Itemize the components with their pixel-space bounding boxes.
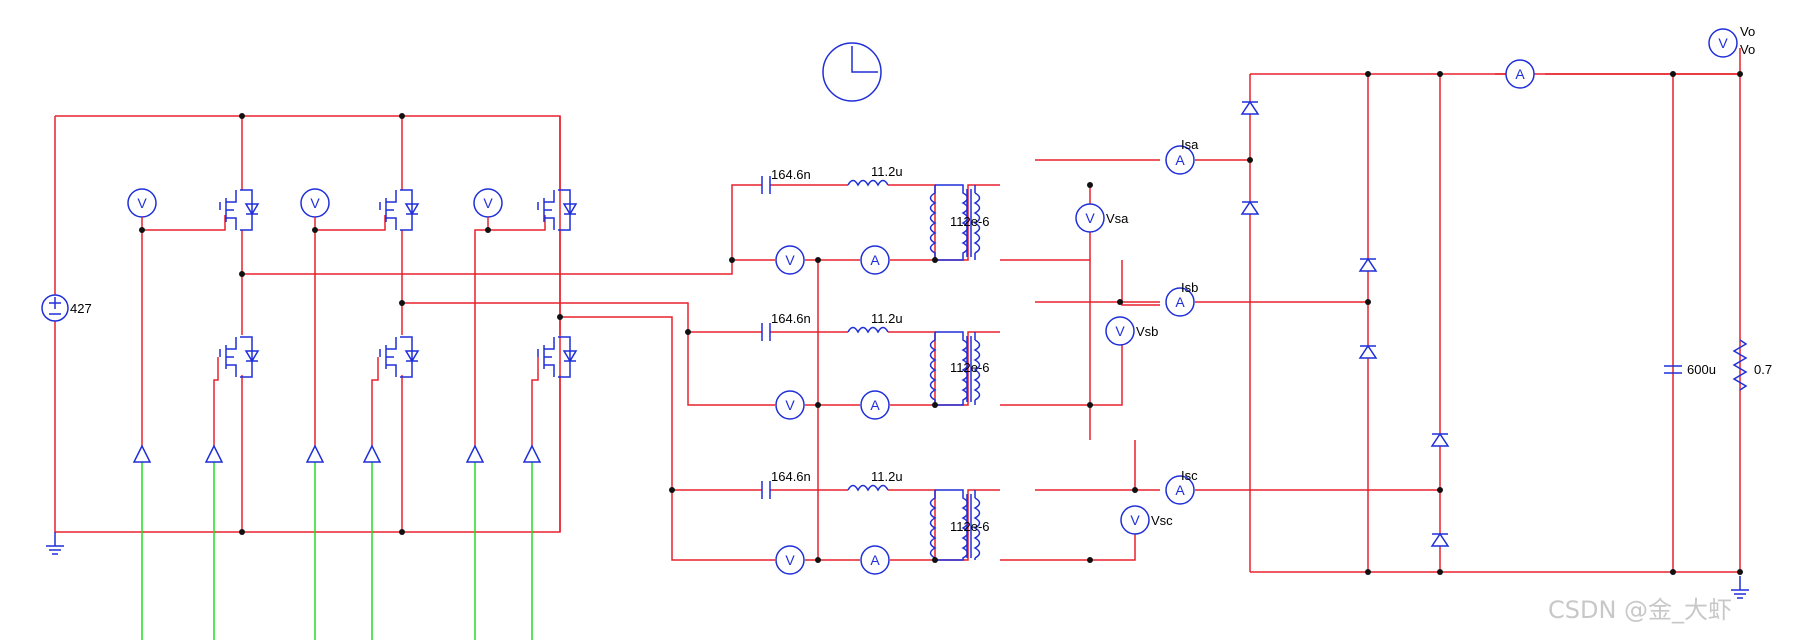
secondary-labels: Isa Isb Isc Vsa Vsb Vsc — [1106, 137, 1199, 528]
svg-text:A: A — [870, 252, 880, 268]
gate-signal-wires — [141, 462, 533, 640]
gate-driver — [204, 444, 224, 463]
ground-left — [46, 532, 64, 555]
svg-text:V: V — [310, 195, 320, 211]
diode — [1358, 344, 1378, 359]
svg-text:V: V — [1718, 35, 1728, 51]
secondary-voltage-label-b: Vsb — [1136, 324, 1158, 339]
output-capacitor: 600u — [1664, 362, 1716, 377]
tank-2-magnetizing: 112e-6 — [950, 360, 990, 375]
secondary-voltmeter-b: V — [1105, 316, 1135, 346]
secondary-current-label-c: Isc — [1181, 468, 1198, 483]
mosfet-switches — [219, 189, 578, 378]
gate-driver — [465, 444, 485, 463]
tank-3-inductance: 11.2u — [871, 469, 903, 484]
svg-text:V: V — [1115, 323, 1125, 339]
series-inductor — [847, 179, 889, 187]
svg-text:V: V — [1130, 512, 1140, 528]
svg-text:V: V — [137, 195, 147, 211]
transformer — [929, 184, 981, 261]
diode — [1240, 100, 1260, 115]
dc-source-value: 427 — [70, 301, 92, 316]
dc-source: 427 — [41, 294, 92, 322]
load-resistor: 0.7 — [1732, 339, 1772, 391]
series-inductor — [847, 326, 889, 334]
secondary-ammeter-a: A — [1165, 145, 1195, 175]
tank-1-capacitance: 164.6n — [771, 167, 811, 182]
svg-text:A: A — [870, 397, 880, 413]
output-voltmeter: V — [1708, 28, 1738, 58]
gate-voltmeter: V — [300, 188, 330, 218]
secondary-voltage-label-c: Vsc — [1151, 513, 1173, 528]
transformer — [929, 489, 981, 561]
wires — [54, 48, 1741, 573]
watermark: CSDN @金_大虾 — [1548, 596, 1732, 624]
diode — [1430, 532, 1450, 547]
svg-text:V: V — [785, 552, 795, 568]
transformer — [929, 331, 981, 406]
resonant-tanks: 164.6n 11.2u 112e-6 164.6n 11.2u 112e-6 … — [761, 164, 990, 561]
secondary-ammeter-b: A — [1165, 287, 1195, 317]
output-capacitance: 600u — [1687, 362, 1716, 377]
load-resistance: 0.7 — [1754, 362, 1772, 377]
series-capacitor — [761, 323, 771, 341]
primary-ammeter: A — [860, 245, 890, 275]
mosfet-switch — [537, 189, 578, 231]
mosfet-switch — [219, 189, 260, 231]
svg-text:A: A — [1175, 294, 1185, 310]
svg-text:V: V — [785, 252, 795, 268]
tank-3-magnetizing: 112e-6 — [950, 519, 990, 534]
gate-driver — [522, 444, 542, 463]
secondary-current-label-b: Isb — [1181, 280, 1198, 295]
mosfet-switch — [379, 189, 420, 231]
series-capacitor — [761, 481, 771, 499]
tank-2-capacitance: 164.6n — [771, 311, 811, 326]
secondary-voltage-label-a: Vsa — [1106, 211, 1129, 226]
junction-dots — [139, 71, 1743, 575]
output-ammeter: A — [1505, 59, 1535, 89]
meters: V V V V A V A V A V V V A A A A V — [127, 28, 1738, 575]
svg-text:A: A — [1175, 152, 1185, 168]
tank-2-inductance: 11.2u — [871, 311, 903, 326]
svg-text:A: A — [1175, 482, 1185, 498]
tank-1-inductance: 11.2u — [871, 164, 903, 179]
secondary-voltmeter-c: V — [1120, 505, 1150, 535]
gate-driver — [132, 444, 152, 463]
primary-ammeter: A — [860, 390, 890, 420]
svg-text:V: V — [1085, 210, 1095, 226]
rectifier-diodes — [1240, 100, 1450, 547]
tank-1-magnetizing: 112e-6 — [950, 214, 990, 229]
gate-driver — [305, 444, 325, 463]
svg-text:A: A — [1515, 66, 1525, 82]
svg-text:V: V — [785, 397, 795, 413]
secondary-voltmeter-a: V — [1075, 203, 1105, 233]
secondary-current-label-a: Isa — [1181, 137, 1199, 152]
output-voltage-label: Vo — [1740, 42, 1755, 57]
diode — [1430, 432, 1450, 447]
secondary-ammeter-c: A — [1165, 475, 1195, 505]
gate-drive-wires — [141, 215, 546, 446]
clock-icon — [822, 42, 882, 102]
gate-driver — [362, 444, 382, 463]
diode — [1240, 200, 1260, 215]
mosfet-switch — [219, 336, 260, 378]
mosfet-switch — [379, 336, 420, 378]
primary-ammeter: A — [860, 545, 890, 575]
primary-voltmeter: V — [775, 390, 805, 420]
primary-voltmeter: V — [775, 545, 805, 575]
series-inductor — [847, 484, 889, 492]
primary-voltmeter: V — [775, 245, 805, 275]
output-voltage-label: Vo — [1740, 24, 1755, 39]
gate-voltmeter: V — [127, 188, 157, 218]
svg-text:V: V — [483, 195, 493, 211]
series-capacitor — [761, 176, 771, 194]
tank-3-capacitance: 164.6n — [771, 469, 811, 484]
svg-text:A: A — [870, 552, 880, 568]
gate-voltmeter: V — [473, 188, 503, 218]
diode — [1358, 257, 1378, 272]
gate-drivers — [132, 444, 542, 463]
mosfet-switch — [537, 336, 578, 378]
ground-right — [1731, 576, 1749, 599]
